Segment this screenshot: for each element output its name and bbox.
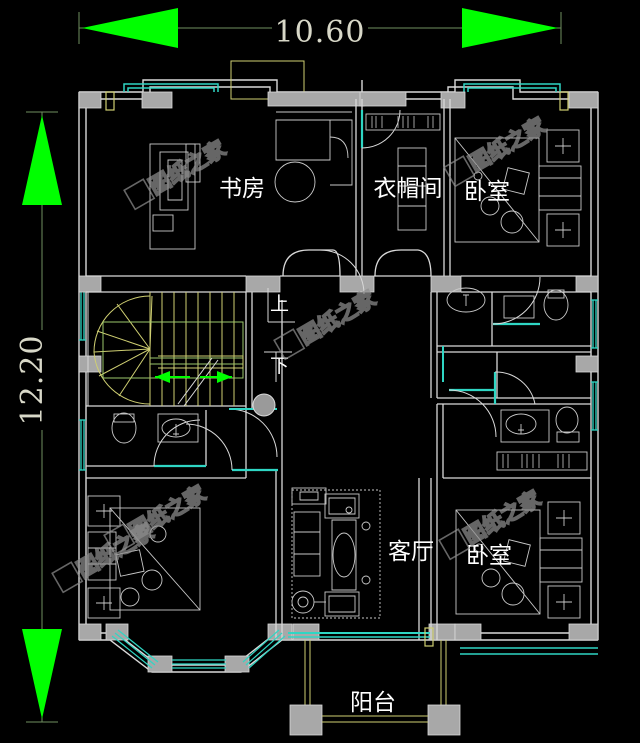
watermark-box — [273, 328, 306, 361]
roof-void-outline — [230, 60, 305, 100]
furniture-bath-left — [111, 412, 199, 444]
bay-window-bottom-left — [111, 629, 286, 669]
watermark-box — [123, 178, 156, 211]
stair-direction-arrows — [155, 371, 232, 383]
furniture-bath-lower-right — [496, 406, 588, 471]
room-label-cloakroom: 衣帽间 — [374, 176, 443, 202]
furniture-living-room — [291, 487, 381, 619]
furniture-bedroom-sw — [87, 495, 201, 619]
dimension-arrow-left-icon — [82, 8, 178, 48]
room-label-balcony: 阳台 — [350, 690, 396, 716]
watermark-text: 图纸之家 — [460, 486, 546, 549]
dimension-arrow-down-icon — [22, 629, 62, 719]
window-right-upper — [591, 299, 598, 349]
door-entry-center — [228, 408, 278, 458]
dimension-left: 12.20 — [15, 111, 62, 723]
furniture-bedroom-ne — [454, 129, 582, 247]
newel-post-icon — [252, 393, 276, 417]
doors — [153, 109, 541, 472]
staircase — [87, 291, 247, 407]
watermark-text: 图纸之家 — [465, 113, 551, 176]
balcony-column-left — [289, 704, 323, 736]
window-left-upper — [79, 289, 86, 341]
window-left-lower — [79, 419, 86, 471]
watermark-text: 图纸之家 — [295, 286, 381, 349]
balcony — [288, 632, 598, 736]
dimension-arrow-up-icon — [22, 115, 62, 205]
door-cloakroom — [360, 109, 401, 149]
dimension-top: 10.60 — [78, 8, 562, 50]
furniture-bath-upper-right — [446, 287, 569, 321]
stair-label-down: 下 — [270, 355, 289, 377]
door-hall-left — [185, 423, 278, 472]
watermark-box — [51, 561, 84, 594]
balcony-column-right — [427, 704, 461, 736]
door-study — [319, 249, 365, 295]
room-label-bedroom-se: 卧室 — [466, 543, 512, 569]
room-label-study: 书房 — [219, 176, 265, 202]
door-bath-left — [153, 419, 206, 468]
watermark-box — [103, 523, 136, 556]
dimension-left-value: 12.20 — [15, 335, 50, 426]
door-bath-upper-right — [492, 276, 541, 326]
furniture-study — [149, 111, 353, 250]
structural-columns — [78, 91, 599, 673]
watermark-box — [438, 528, 471, 561]
bay-window-top-right — [463, 83, 561, 92]
dimension-arrow-right-icon — [462, 8, 558, 48]
stair-label-up: 上 — [270, 293, 289, 315]
watermark-box — [443, 155, 476, 188]
window-right-lower — [591, 381, 598, 431]
exterior-door-markers — [105, 91, 569, 647]
furniture-bedroom-se — [455, 501, 583, 619]
bay-window-top-left — [123, 83, 219, 92]
door-bath-lower-right — [493, 371, 536, 405]
room-label-living-room: 客厅 — [388, 539, 434, 565]
room-label-bedroom-ne: 卧室 — [464, 179, 510, 205]
door-bedroom-se — [448, 388, 497, 438]
dimension-top-value: 10.60 — [275, 15, 366, 50]
furniture-cloakroom — [365, 113, 441, 231]
arched-openings — [282, 249, 432, 277]
